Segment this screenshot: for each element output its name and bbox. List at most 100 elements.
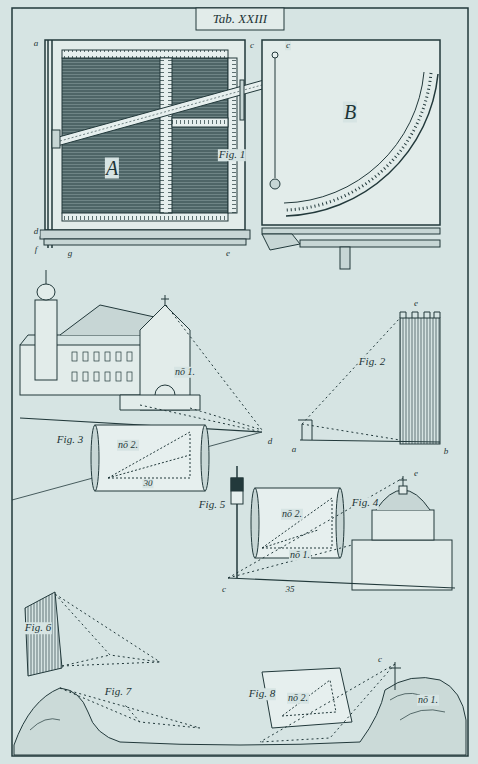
engraving-stroke bbox=[270, 179, 280, 189]
dimension: 30 bbox=[143, 479, 154, 488]
engraving-stroke bbox=[46, 270, 47, 284]
engraving-stroke bbox=[91, 425, 99, 491]
engraving-stroke bbox=[62, 50, 228, 58]
engraving-stroke bbox=[240, 80, 244, 120]
engraving-stroke bbox=[12, 8, 468, 756]
engraving-stroke bbox=[255, 488, 340, 558]
engraving-stroke bbox=[196, 8, 284, 30]
quadrant-b bbox=[262, 40, 440, 269]
engraving-stroke bbox=[127, 352, 132, 361]
engraving-stroke bbox=[352, 540, 452, 590]
view-number: nō 1. bbox=[417, 695, 439, 706]
engraving-stroke bbox=[105, 352, 110, 361]
scroll-fig4 bbox=[251, 488, 344, 558]
point-letter: d bbox=[267, 437, 274, 446]
engraving-stroke bbox=[83, 372, 88, 381]
engraving-stroke bbox=[228, 478, 403, 578]
wall-fig6 bbox=[25, 592, 160, 676]
engraving-stroke bbox=[52, 130, 60, 148]
figure-number: Fig. 3 bbox=[56, 434, 84, 446]
point-letter: f bbox=[34, 245, 39, 254]
engraving-stroke bbox=[25, 592, 62, 676]
engraving-stroke bbox=[172, 118, 228, 127]
engraving-stroke bbox=[336, 488, 344, 558]
engraving-stroke bbox=[12, 8, 468, 756]
figure-number: Fig. 4 bbox=[351, 497, 379, 509]
engraving-stroke bbox=[260, 664, 395, 742]
engraving-stroke bbox=[286, 74, 438, 216]
engraving-stroke bbox=[403, 476, 404, 486]
view-number: nō 1. bbox=[174, 367, 196, 378]
engraving-stroke bbox=[105, 372, 110, 381]
engraving-stroke bbox=[120, 395, 200, 410]
engraving-stroke bbox=[262, 234, 300, 250]
engraving-stroke bbox=[44, 239, 246, 245]
engraving-stroke bbox=[94, 372, 99, 381]
engraving-stroke bbox=[94, 352, 99, 361]
figure-number: Fig. 2 bbox=[358, 356, 386, 368]
view-number: nō 2. bbox=[281, 509, 303, 520]
figure-number: Fig. 1 bbox=[218, 149, 246, 161]
point-letter: b bbox=[443, 447, 450, 456]
tower-fig2 bbox=[298, 312, 440, 444]
engraving-stroke bbox=[399, 480, 407, 481]
signal-staff bbox=[231, 466, 243, 578]
church-view bbox=[12, 270, 262, 500]
point-letter: e bbox=[225, 249, 231, 258]
engraving-stroke bbox=[116, 372, 121, 381]
engraving-stroke bbox=[30, 693, 445, 730]
dimension: 35 bbox=[285, 585, 296, 594]
engraving-stroke bbox=[228, 578, 455, 588]
engraving-stroke bbox=[116, 352, 121, 361]
engraving-stroke bbox=[140, 305, 262, 432]
engraving-stroke bbox=[340, 247, 350, 269]
engraving-stroke bbox=[140, 305, 190, 410]
engraving-stroke bbox=[231, 478, 243, 504]
engraving-stroke bbox=[160, 58, 172, 213]
point-letter: e bbox=[413, 299, 419, 308]
point-letter: a bbox=[33, 39, 40, 48]
engraving-stroke bbox=[72, 352, 77, 361]
engraving-stroke bbox=[231, 478, 243, 491]
engraving-stroke bbox=[55, 594, 160, 666]
engraving-stroke bbox=[72, 372, 77, 381]
ground-rocks bbox=[14, 662, 466, 755]
engraving-stroke bbox=[95, 425, 205, 491]
engraving-stroke bbox=[48, 40, 52, 248]
engraving-stroke bbox=[251, 488, 259, 558]
figure-number: Fig. 6 bbox=[24, 622, 52, 634]
engraving-stroke bbox=[127, 372, 132, 381]
engraving-stroke bbox=[272, 52, 278, 58]
engraving-stroke bbox=[400, 312, 440, 318]
engraving-stroke bbox=[399, 486, 407, 494]
point-letter: c bbox=[249, 41, 255, 50]
point-letter: c bbox=[285, 41, 291, 50]
point-letter: c bbox=[377, 655, 383, 664]
engraving-stroke bbox=[108, 432, 190, 478]
view-number: nō 2. bbox=[287, 693, 309, 704]
engraving-stroke bbox=[62, 213, 228, 221]
engraving-stroke bbox=[228, 58, 237, 213]
engraving-stroke bbox=[300, 240, 440, 247]
engraving-stroke bbox=[37, 284, 55, 300]
engraving-stroke bbox=[72, 352, 132, 381]
point-letter: a bbox=[291, 445, 298, 454]
engraving-stroke bbox=[284, 72, 424, 203]
view-number: nō 2. bbox=[117, 440, 139, 451]
view-number: nō 1. bbox=[289, 550, 311, 561]
engraving-stroke bbox=[400, 318, 440, 444]
engraving-stroke bbox=[298, 420, 312, 440]
engraving-stroke bbox=[83, 352, 88, 361]
engraving-stroke bbox=[201, 425, 209, 491]
engraving-stroke bbox=[262, 498, 332, 548]
point-letter: g bbox=[67, 249, 74, 258]
domed-building bbox=[228, 476, 455, 590]
engraving-stroke bbox=[302, 318, 400, 440]
point-letter: e bbox=[413, 469, 419, 478]
figure-number: Fig. 8 bbox=[248, 688, 276, 700]
part-letter: A bbox=[105, 158, 119, 179]
engraving-stroke bbox=[262, 228, 440, 234]
engraving-stroke bbox=[161, 299, 169, 300]
engraving-stroke bbox=[14, 678, 466, 755]
